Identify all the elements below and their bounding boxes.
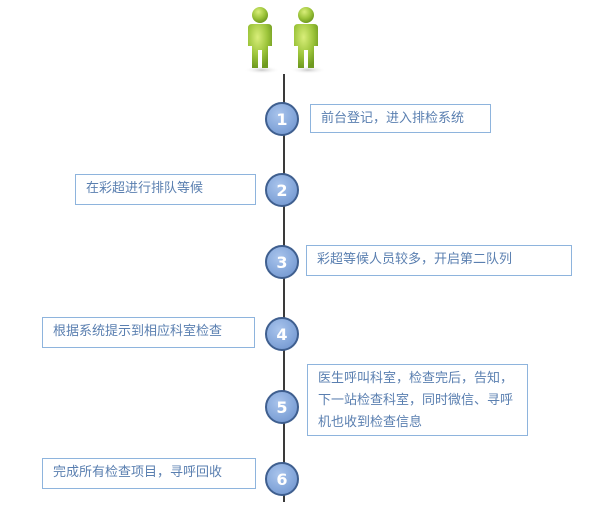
step-5-box: 医生呼叫科室，检查完后，告知，下一站检查科室，同时微信、寻呼机也收到检查信息 (307, 364, 528, 436)
step-1-node: 1 (265, 102, 299, 136)
step-5-node: 5 (265, 390, 299, 424)
timeline-line (283, 74, 285, 502)
step-3-box: 彩超等候人员较多，开启第二队列 (306, 245, 572, 276)
people-icon (236, 4, 336, 76)
person-left-figure (248, 7, 272, 68)
step-1-box: 前台登记，进入排检系统 (310, 104, 491, 133)
step-4-box: 根据系统提示到相应科室检查 (42, 317, 255, 348)
step-3-node: 3 (265, 245, 299, 279)
step-2-box: 在彩超进行排队等候 (75, 174, 256, 205)
step-6-box: 完成所有检查项目，寻呼回收 (42, 458, 256, 489)
step-6-node: 6 (265, 462, 299, 496)
step-4-node: 4 (265, 317, 299, 351)
person-right-figure (294, 7, 318, 68)
step-2-node: 2 (265, 173, 299, 207)
